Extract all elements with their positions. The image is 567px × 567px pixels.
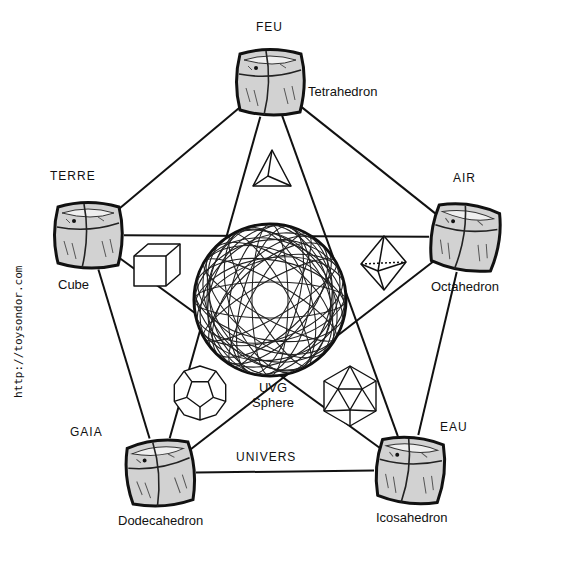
fire-die — [237, 50, 305, 116]
octahedron-icon — [361, 236, 406, 290]
icosahedron-icon-part — [324, 381, 338, 389]
icosahedron-icon-part — [350, 366, 362, 389]
icosahedron-icon-part — [338, 389, 362, 410]
wire-sphere-part-part — [190, 223, 350, 377]
element-name: TERRE — [50, 169, 96, 184]
tetrahedron-icon-part — [268, 150, 272, 176]
dodecahedron-icon — [174, 366, 225, 420]
shape-name: Octahedron — [431, 279, 499, 294]
gaia-die — [123, 437, 197, 509]
cube-icon — [134, 244, 180, 286]
dodecahedron-icon-part — [199, 407, 200, 420]
air-die-part — [427, 200, 503, 274]
element-name: FEU — [256, 20, 283, 35]
connector-line — [418, 272, 456, 435]
wire-sphere-part-part — [185, 236, 355, 363]
dodecahedron-icon-part — [174, 397, 186, 401]
air-die — [427, 200, 503, 274]
wire-sphere-part-part — [195, 246, 345, 353]
icosahedron-icon-part — [324, 389, 338, 411]
dodecahedron-icon-part — [208, 371, 216, 382]
tetrahedron-icon-part — [253, 150, 291, 186]
element-die: FEUTetrahedron — [234, 46, 306, 118]
universe-label: UNIVERS — [236, 450, 296, 464]
connector-line — [196, 470, 374, 472]
element-die: TERRECube — [52, 199, 124, 271]
wire-sphere-part-part — [198, 215, 343, 386]
octahedron-icon-part — [361, 262, 406, 271]
wire-sphere-part-part — [191, 216, 350, 384]
connector-line — [116, 105, 243, 212]
earth-die-part — [55, 203, 123, 269]
icosahedron-icon — [324, 366, 376, 426]
cube-icon-part — [166, 244, 180, 256]
shape-name: Tetrahedron — [308, 84, 377, 99]
cube-icon-part — [134, 244, 180, 286]
wire-sphere-part-part — [185, 228, 356, 373]
octahedron-icon-part — [361, 236, 406, 290]
wire-sphere-part-part — [181, 224, 360, 375]
shape-name: Icosahedron — [376, 510, 448, 525]
element-name: AIR — [453, 171, 476, 186]
element-die: EAUIcosahedron — [374, 434, 446, 506]
element-die: AIROctahedron — [429, 201, 501, 273]
dodecahedron-icon-part — [184, 371, 192, 382]
dodecahedron-icon-part — [174, 366, 225, 420]
icosahedron-icon-part — [349, 410, 350, 426]
element-name: EAU — [440, 420, 468, 435]
element-name: GAIA — [70, 425, 103, 440]
wire-sphere-part-part — [188, 247, 351, 354]
shape-name: UVG Sphere — [250, 380, 296, 410]
shape-name: Dodecahedron — [118, 513, 203, 528]
gaia-die-part — [123, 437, 197, 509]
dodecahedron-icon-part — [187, 382, 214, 407]
connector-line — [298, 104, 437, 214]
wire-sphere-part-part — [182, 206, 359, 394]
icosahedron-icon-part — [324, 410, 350, 411]
wire-sphere-part-part — [186, 221, 354, 380]
tetrahedron-icon — [253, 150, 291, 186]
icosahedron-icon-part — [350, 410, 376, 411]
watermark: http://toysondor.com — [12, 266, 26, 398]
icosahedron-icon-part — [324, 366, 376, 426]
fire-die-part — [237, 50, 305, 116]
water-die — [374, 435, 447, 506]
dodecahedron-icon-part — [213, 397, 225, 401]
wire-sphere-part-part — [178, 218, 362, 383]
water-die-part — [374, 435, 447, 506]
icosahedron-icon-part — [338, 366, 350, 389]
octahedron-icon-part — [361, 262, 406, 264]
icosahedron-icon-part — [362, 389, 376, 411]
connector-line — [98, 270, 149, 439]
earth-die — [55, 203, 123, 269]
wire-sphere-part-part — [188, 208, 353, 392]
cube-icon-part — [134, 256, 166, 286]
element-die: GAIADodecahedron — [124, 437, 196, 509]
tetrahedron-icon-part — [253, 176, 291, 186]
sphere-node: UVG Sphere — [194, 224, 346, 376]
icosahedron-icon-part — [362, 381, 376, 389]
shape-name: Cube — [58, 277, 89, 292]
wire-sphere-part-part — [207, 224, 333, 376]
